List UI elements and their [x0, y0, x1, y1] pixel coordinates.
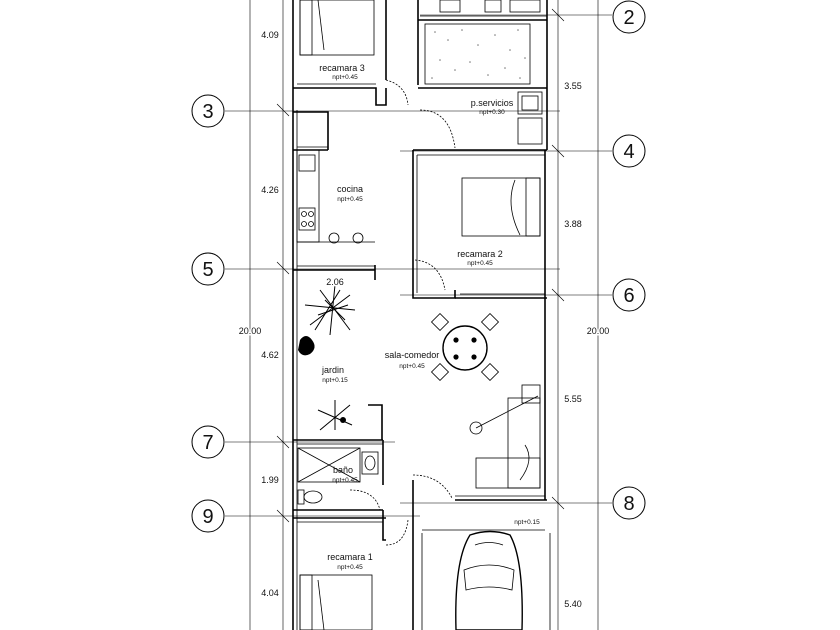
axis-bubble-3: 3: [191, 94, 225, 128]
room-level-recamara-1: npt+0.45: [337, 564, 363, 571]
room-name-jardin: jardin: [321, 365, 344, 375]
room-level-cochera: npt+0.15: [514, 519, 540, 526]
room-name-servicios: p.servicios: [471, 98, 514, 108]
room-level-jardin: npt+0.15: [322, 377, 348, 384]
dim-left-4-04: 4.04: [261, 588, 279, 598]
bed-recamara-2: [461, 177, 541, 237]
dim-right-3-55: 3.55: [564, 81, 582, 91]
dim-right-3-88: 3.88: [564, 219, 582, 229]
door-swings: [349, 79, 456, 546]
laundry-area: [424, 23, 531, 85]
room-name-bano: baño: [333, 465, 353, 475]
dim-right-5-40: 5.40: [564, 599, 582, 609]
axis-bubble-7: 7: [191, 425, 225, 459]
walls: [292, 0, 551, 630]
dim-left-total: 20.00: [239, 326, 262, 336]
bed-recamara-1: [299, 574, 373, 630]
axis-lines: [225, 14, 612, 517]
room-name-sala-comedor: sala-comedor: [385, 350, 440, 360]
wash-sink: [517, 91, 543, 145]
axis-label-6: 6: [623, 285, 634, 307]
top-fixtures: [439, 0, 541, 13]
room-level-bano: npt+0.45: [332, 477, 358, 484]
room-name-recamara-1: recamara 1: [327, 552, 373, 562]
living-sofa: [469, 384, 541, 489]
bed-recamara-3: [299, 0, 375, 56]
room-name-recamara-2: recamara 2: [457, 249, 503, 259]
axis-label-4: 4: [623, 141, 634, 163]
axis-label-8: 8: [623, 493, 634, 515]
axis-bubble-9: 9: [191, 499, 225, 533]
dining-set: [430, 312, 500, 382]
car: [455, 530, 523, 630]
room-level-servicios: npt+0.30: [479, 109, 505, 116]
axis-label-5: 5: [202, 259, 213, 281]
room-level-recamara-3: npt+0.45: [332, 74, 358, 81]
room-labels: recamara 3 npt+0.45 p.servicios npt+0.30…: [319, 63, 540, 571]
room-name-recamara-3: recamara 3: [319, 63, 365, 73]
room-level-recamara-2: npt+0.45: [467, 260, 493, 267]
dimension-lines-right: [551, 0, 599, 630]
axis-bubble-8: 8: [612, 486, 646, 520]
axis-bubble-2: 2: [612, 0, 646, 34]
room-level-sala-comedor: npt+0.45: [399, 363, 425, 370]
dim-left-4-62: 4.62: [261, 350, 279, 360]
dimension-labels: 4.09 4.26 4.62 1.99 4.04 20.00 2.06 3.55…: [237, 30, 611, 609]
dim-left-4-09: 4.09: [261, 30, 279, 40]
garden-plants: [298, 284, 356, 431]
room-level-cocina: npt+0.45: [337, 196, 363, 203]
axis-bubble-4: 4: [612, 134, 646, 168]
dimension-lines-left: [249, 0, 290, 630]
axis-label-7: 7: [202, 432, 213, 454]
axis-label-9: 9: [202, 506, 213, 528]
dim-right-total: 20.00: [587, 326, 610, 336]
kitchen-counter: [296, 149, 375, 244]
dim-right-5-55: 5.55: [564, 394, 582, 404]
axis-bubble-6: 6: [612, 278, 646, 312]
axis-bubble-5: 5: [191, 252, 225, 286]
axis-label-2: 2: [623, 7, 634, 29]
dim-left-4-26: 4.26: [261, 185, 279, 195]
dim-jardin-width: 2.06: [326, 277, 344, 287]
bathroom-fixtures: [297, 447, 379, 505]
dim-left-1-99: 1.99: [261, 475, 279, 485]
room-name-cocina: cocina: [337, 184, 363, 194]
axis-label-3: 3: [202, 101, 213, 123]
